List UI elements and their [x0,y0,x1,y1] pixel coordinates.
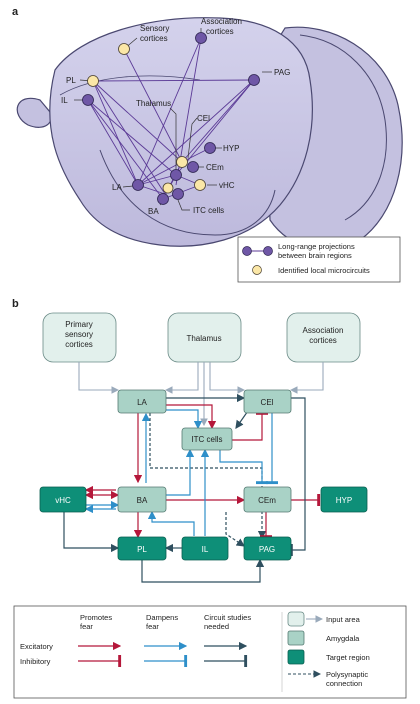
node-il [82,94,94,106]
input-arrows [78,362,324,427]
node-hyp [204,142,216,154]
label-il: IL [202,545,209,554]
panel-b-legend-box [13,605,407,699]
label-pag: PAG [274,68,290,77]
label-sensory-2: cortices [140,34,168,43]
legend-purple-node-1 [242,246,252,256]
label-assoc-1: Association [303,326,344,335]
node-ba [157,193,169,205]
legend-target-swatch [287,649,305,665]
box-la [117,389,167,414]
legend-poly-1: Polysynaptic [326,670,368,679]
label-cem: CEm [206,163,224,172]
node-vhc [194,179,206,191]
legend-input-swatch [287,611,305,627]
legend-excitatory: Excitatory [20,642,53,651]
legend-amygdala: Amygdala [326,634,360,643]
label-cem: CEm [258,496,276,505]
olfactory-bulb-shape [16,97,52,128]
node-sensory [118,43,130,55]
legend-local: Identified local microcircuits [278,266,370,275]
node-cei [176,156,188,168]
connection-lines [63,393,321,583]
legend-poly-2: connection [326,679,362,688]
label-pl: PL [66,76,76,85]
label-pag: PAG [259,545,275,554]
panel-b-letter: b [12,298,19,310]
legend-promotes-2: fear [80,622,93,631]
label-association-1: Association [201,17,242,26]
box-pag [243,536,292,561]
legend-projections-1: Long-range projections [278,242,355,251]
legend-inhibitory: Inhibitory [20,657,51,666]
label-itc: ITC cells [193,206,224,215]
label-la: LA [137,398,147,407]
box-cem [243,486,292,513]
purple-nodes [82,32,260,205]
legend-circuit-1: Circuit studies [204,613,251,622]
legend-yellow-node [252,265,262,275]
label-primary-3: cortices [65,340,93,349]
temporal-lobe-shape [99,149,276,236]
node-cem [187,161,199,173]
legend-target: Target region [326,653,370,662]
box-itc [181,427,233,451]
label-assoc-2: cortices [309,336,337,345]
label-la: LA [112,183,122,192]
panel-a-diagram: Sensory cortices Association cortices PL… [16,17,403,283]
label-pl: PL [137,545,147,554]
brain-fold [59,75,201,96]
label-thalamus: Thalamus [136,99,171,108]
legend-promotes-1: Promotes [80,613,112,622]
label-primary-1: Primary [65,320,93,329]
legend-dampens-1: Dampens [146,613,178,622]
node-itc [172,188,184,200]
box-il [181,536,229,561]
panel-a-legend-box [237,236,401,283]
legend-amygdala-swatch [287,630,305,646]
label-cei: CEl [197,114,210,123]
label-hyp: HYP [336,496,352,505]
box-vhc [39,486,87,513]
legend-sample-lines [78,641,248,667]
legend-projections-2: between brain regions [278,251,352,260]
node-association [195,32,207,44]
legend-purple-node-2 [263,246,273,256]
label-sensory-1: Sensory [140,24,169,33]
label-primary-2: sensory [65,330,93,339]
label-cei: CEl [261,398,274,407]
node-la-yellow [162,182,174,194]
label-vhc: vHC [55,496,71,505]
legend-circuit-2: needed [204,622,229,631]
panel-b-diagram: Primary sensory cortices Thalamus Associ… [13,312,407,699]
brain-outline [49,17,313,247]
panel-a-letter: a [12,6,19,18]
node-pag [248,74,260,86]
node-pl [87,75,99,87]
label-association-2: cortices [206,27,234,36]
box-pl [117,536,167,561]
box-ba [117,486,167,513]
label-vhc: vHC [219,181,235,190]
label-ba: BA [148,207,159,216]
label-itc: ITC cells [191,435,222,444]
box-cei [243,389,292,414]
label-il: IL [61,96,68,105]
label-ba: BA [137,496,148,505]
node-thalamus [170,169,182,181]
hindbrain-shape [299,34,387,221]
label-hyp: HYP [223,144,239,153]
node-la [132,179,144,191]
label-thalamus: Thalamus [186,334,221,343]
legend-dampens-2: fear [146,622,159,631]
box-hyp [320,486,368,513]
legend-input-area: Input area [326,615,361,624]
yellow-nodes [87,43,206,194]
